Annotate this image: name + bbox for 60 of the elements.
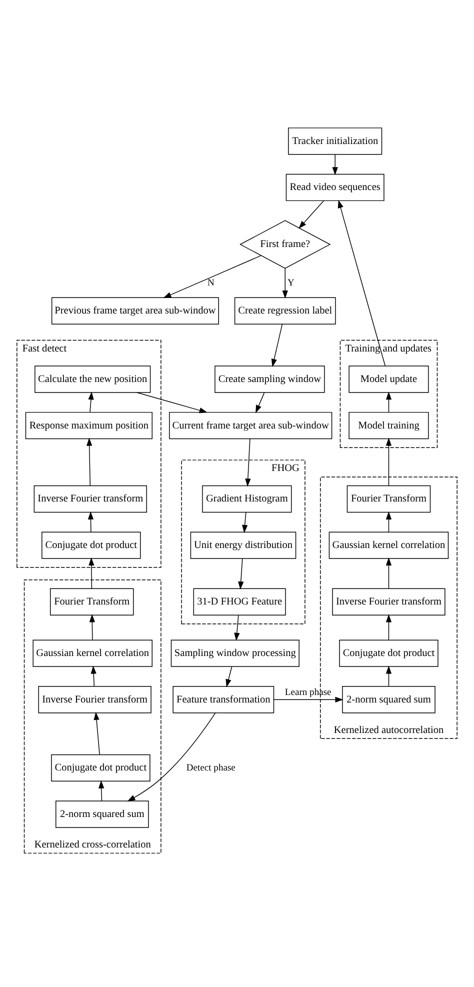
arrow [89, 614, 95, 640]
node-box: Create regression label [234, 297, 336, 324]
node-box: Inverse Fourier transform [332, 588, 446, 616]
node-box: Unit energy distribution [190, 532, 296, 559]
arrow [386, 666, 392, 687]
node-box: Inverse Fourier transform [38, 686, 152, 714]
arrow [386, 392, 392, 413]
node-box: 2-norm squared sum [56, 800, 149, 828]
arrow [88, 557, 94, 589]
arrow [386, 511, 392, 532]
node-box: Current frame target area sub-window [169, 412, 332, 440]
node-box: Feature transformation [172, 686, 274, 714]
edge-label: Detect phase [186, 762, 236, 774]
arrow [94, 712, 100, 756]
arrow [88, 392, 94, 413]
node-box: Create sampling window [214, 366, 325, 393]
node-box: Sampling window processing [170, 640, 300, 667]
node-box: Conjugate dot product [42, 532, 141, 559]
node-box: Fourier Transform [50, 588, 134, 616]
arrow [332, 154, 338, 176]
arrow [282, 268, 288, 299]
arrow [386, 614, 392, 640]
node-box: Read video sequences [286, 174, 384, 202]
arrow [386, 438, 392, 486]
node-box: Calculate the new position [34, 366, 151, 393]
arrow [127, 712, 216, 802]
arrow [256, 392, 265, 414]
arrow [226, 666, 232, 688]
arrow [242, 512, 248, 534]
arrow [136, 392, 208, 414]
node-box: Tracker initialization [288, 128, 382, 155]
node-box: Previous frame target area sub-window [51, 297, 219, 324]
arrow [245, 438, 251, 487]
arrow [271, 324, 283, 368]
node-box: Gradient Histogram [202, 485, 292, 513]
node-box: 2-norm squared sum [342, 686, 436, 714]
arrow [238, 558, 244, 590]
arrow [98, 780, 104, 802]
node-box: Response maximum position [25, 412, 152, 440]
node-box: Model update [348, 366, 429, 393]
node-box: Gaussian kernel correlation [32, 640, 152, 667]
node-box: Model training [348, 412, 429, 440]
node-box: Conjugate dot product [51, 754, 150, 782]
arrow [90, 666, 96, 687]
node-box: Inverse Fourier transform [34, 485, 147, 513]
edge-label: Y [288, 277, 294, 288]
arrow [234, 614, 240, 641]
arrow [338, 200, 386, 366]
arrow [86, 438, 92, 486]
node-box: Conjugate dot product [339, 640, 438, 667]
arrow [298, 200, 324, 229]
node-box: Gaussian kernel correlation [328, 532, 449, 559]
node-box: 31-D FHOG Feature [193, 588, 286, 616]
edge-label: Learn phase [284, 686, 332, 698]
node-box: Fourier Transform [346, 485, 431, 513]
arrow [386, 557, 392, 589]
edge-label: N [207, 277, 214, 288]
arrow [274, 696, 344, 702]
arrow [163, 255, 262, 298]
arrow [88, 511, 94, 532]
